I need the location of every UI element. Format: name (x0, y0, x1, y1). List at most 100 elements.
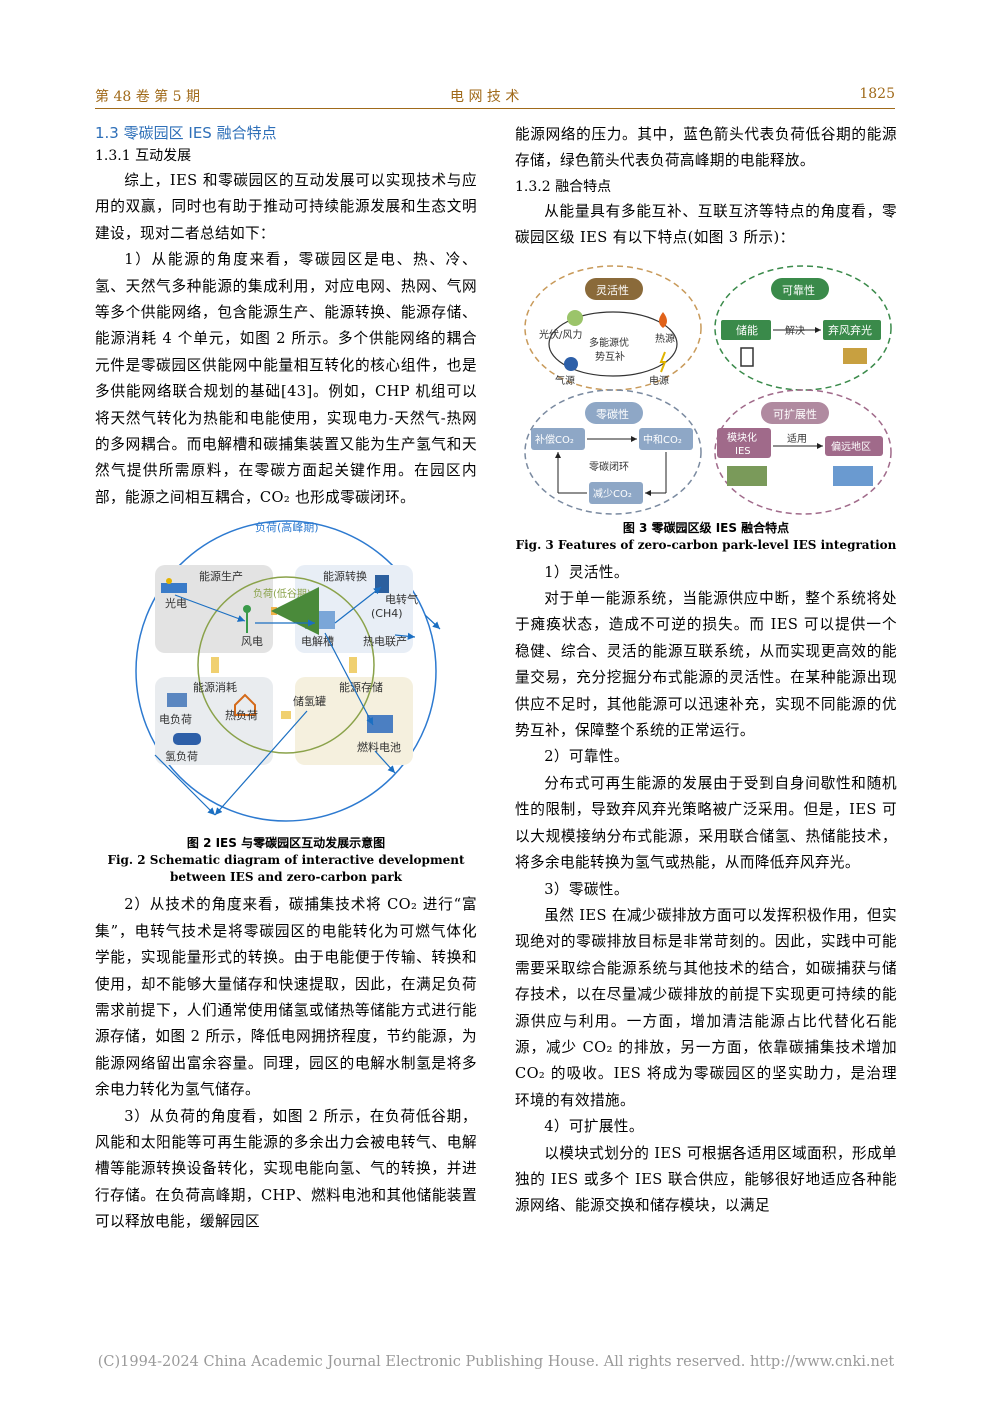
blue-arrow-9 (424, 614, 441, 630)
pv-icon (161, 578, 187, 594)
peak-load-label: 负荷(高峰期) (255, 520, 319, 534)
electrolyzer-icon (305, 611, 335, 630)
label-remote: 偏远地区 (831, 440, 871, 453)
label-neutral: 中和CO₂ (643, 433, 682, 446)
expand-title: 可扩展性 (773, 407, 817, 421)
journal-issue: 第 48 卷 第 5 期 (95, 89, 200, 105)
label-pv: 光电 (165, 596, 187, 610)
neutral-box (639, 427, 693, 450)
blue-arrow-8 (374, 750, 396, 774)
figure-2-diagram: 负荷(高峰期) 负荷(低谷期) 能源生产 能源转换 能源消耗 能源存储 光电 风… (135, 520, 441, 823)
label-electrolyzer: 电解槽 (301, 634, 334, 648)
label-eload: 电负荷 (159, 712, 192, 726)
figure-2-caption-en-1: Fig. 2 Schematic diagram of interactive … (107, 853, 465, 868)
paragraph: 2）从技术的角度来看，碳捕集技术将 CO₂ 进行“富集”，电转气技术是将零碳园区… (95, 896, 477, 1099)
storage-box (721, 319, 771, 340)
label-production: 能源生产 (199, 569, 243, 583)
blue-arrow-5 (214, 710, 308, 816)
label-modular-1: 模块化 (727, 431, 757, 444)
expand-ellipse (714, 388, 892, 515)
expand-pill (761, 401, 829, 424)
figure-2-caption-en-2: between IES and zero-carbon park (169, 870, 402, 885)
inner-circle (197, 576, 375, 755)
gas-icon (564, 356, 578, 371)
blue-arrow-6 (394, 632, 416, 641)
blue-arrow-4 (324, 633, 374, 726)
header-rule (95, 108, 895, 109)
label-modular-2: IES (735, 446, 751, 457)
label-power: 电源 (649, 374, 669, 387)
label-curtail: 弃风弃光 (828, 323, 872, 337)
figure-2: 负荷(高峰期) 负荷(低谷期) 能源生产 能源转换 能源消耗 能源存储 光电 风… (95, 515, 477, 833)
reduce-box (589, 481, 643, 504)
curtail-box (823, 319, 881, 340)
label-gas: 气源 (555, 374, 575, 387)
figure-3-diagram: 零碳性 可扩展性 灵活性 可靠性 光伏/风力 热源 气源 电源 多能源优 势互补… (524, 264, 892, 515)
blue-arrow-3 (334, 586, 382, 624)
label-reduce: 减少CO₂ (593, 488, 632, 500)
label-loop: 零碳闭环 (589, 460, 629, 473)
label-conversion: 能源转换 (323, 569, 367, 583)
copyright-footer: (C)1994-2024 China Academic Journal Elec… (97, 1354, 895, 1370)
label-hload: 热负荷 (225, 708, 258, 722)
label-pvwind: 光伏/风力 (539, 328, 582, 341)
flex-cycle (548, 311, 678, 377)
label-p2g: 电转气 (385, 592, 418, 606)
eload-icon (167, 693, 187, 708)
flex-title: 灵活性 (596, 283, 629, 297)
label-center-1: 多能源优 (589, 336, 629, 349)
item-heading: 3）零碳性。 (544, 880, 629, 898)
label-h2tank: 储氢罐 (293, 694, 326, 708)
paragraph: 综上，IES 和零碳园区的互动发展可以实现技术与应用的双赢，同时也有助于推动可持… (95, 172, 477, 242)
label-h2load: 氢负荷 (165, 749, 198, 763)
item-heading: 1）灵活性。 (544, 563, 629, 581)
label-chp: 热电联产 (363, 634, 407, 648)
village-icon (833, 465, 873, 486)
paragraph: 分布式可再生能源的发展由于受到自身间歇性和随机性的限制，导致弃风弃光策略被广泛采… (515, 774, 897, 872)
fire-icon (659, 311, 667, 328)
comp-box (531, 427, 585, 450)
car-icon (173, 733, 201, 746)
house-icon (234, 693, 256, 717)
blue-arrow-1 (174, 594, 246, 623)
zero-ellipse (524, 388, 702, 515)
modular-box (717, 427, 771, 458)
label-apply: 适用 (787, 433, 807, 445)
flex-pill (585, 277, 643, 300)
wind-icon (243, 605, 251, 634)
paragraph: 虽然 IES 在减少碳排放方面可以发挥积极作用，但实现绝对的零碳排放目标是非常苛… (515, 906, 897, 1109)
reliab-ellipse (714, 264, 892, 391)
paragraph: 从能量具有多能互补、互联互济等特点的角度看，零碳园区级 IES 有以下特点(如图… (515, 202, 897, 247)
page-number: 1825 (859, 86, 895, 102)
label-storage: 储能 (736, 323, 758, 337)
label-consumption: 能源消耗 (193, 680, 237, 694)
label-comp: 补偿CO₂ (535, 433, 574, 446)
flex-ellipse (524, 264, 702, 391)
label-center-2: 势互补 (595, 350, 625, 363)
label-heat: 热源 (655, 332, 675, 345)
figure-3-caption-en: Fig. 3 Features of zero-carbon park-leve… (515, 537, 897, 552)
solar-farm-icon (843, 347, 867, 364)
paragraph: 3）从负荷的角度看，如图 2 所示，在负荷低谷期，风能和太阳能等可再生能源的多余… (95, 1107, 477, 1231)
label-solve: 解决 (785, 324, 805, 337)
reliab-title: 可靠性 (782, 283, 815, 297)
figure-3-caption-cn: 图 3 零碳园区级 IES 融合特点 (622, 520, 790, 535)
label-wind: 风电 (241, 635, 263, 648)
item-heading: 4）可扩展性。 (544, 1118, 644, 1136)
city-icon (727, 465, 767, 486)
bolt-icon (659, 351, 667, 372)
journal-title: 电 网 技 术 (450, 89, 520, 105)
zero-title: 零碳性 (596, 407, 629, 421)
remote-box (825, 435, 883, 456)
item-heading: 2）可靠性。 (544, 748, 629, 766)
zero-pill (585, 401, 643, 424)
paragraph: 能源网络的压力。其中，蓝色箭头代表负荷低谷期的能源存储，绿色箭头代表负荷高峰期的… (515, 126, 897, 170)
pvwind-icon (567, 309, 583, 326)
figure-2-caption-cn: 图 2 IES 与零碳园区互动发展示意图 (186, 836, 386, 851)
paragraph: 对于单一能源系统，当能源供应中断，整个系统将处于瘫痪状态，造成不可逆的损失。而 … (515, 590, 897, 740)
paragraph: 以模块式划分的 IES 可根据各适用区域面积，形成单独的 IES 或多个 IES… (515, 1144, 897, 1215)
outer-circle (135, 520, 437, 823)
blue-arrow-7 (154, 754, 216, 816)
section-title: 1.3 零碳园区 IES 融合特点 (95, 124, 277, 142)
left-column: 1.3 零碳园区 IES 融合特点 1.3.1 互动发展 综上，IES 和零碳园… (95, 122, 477, 1236)
